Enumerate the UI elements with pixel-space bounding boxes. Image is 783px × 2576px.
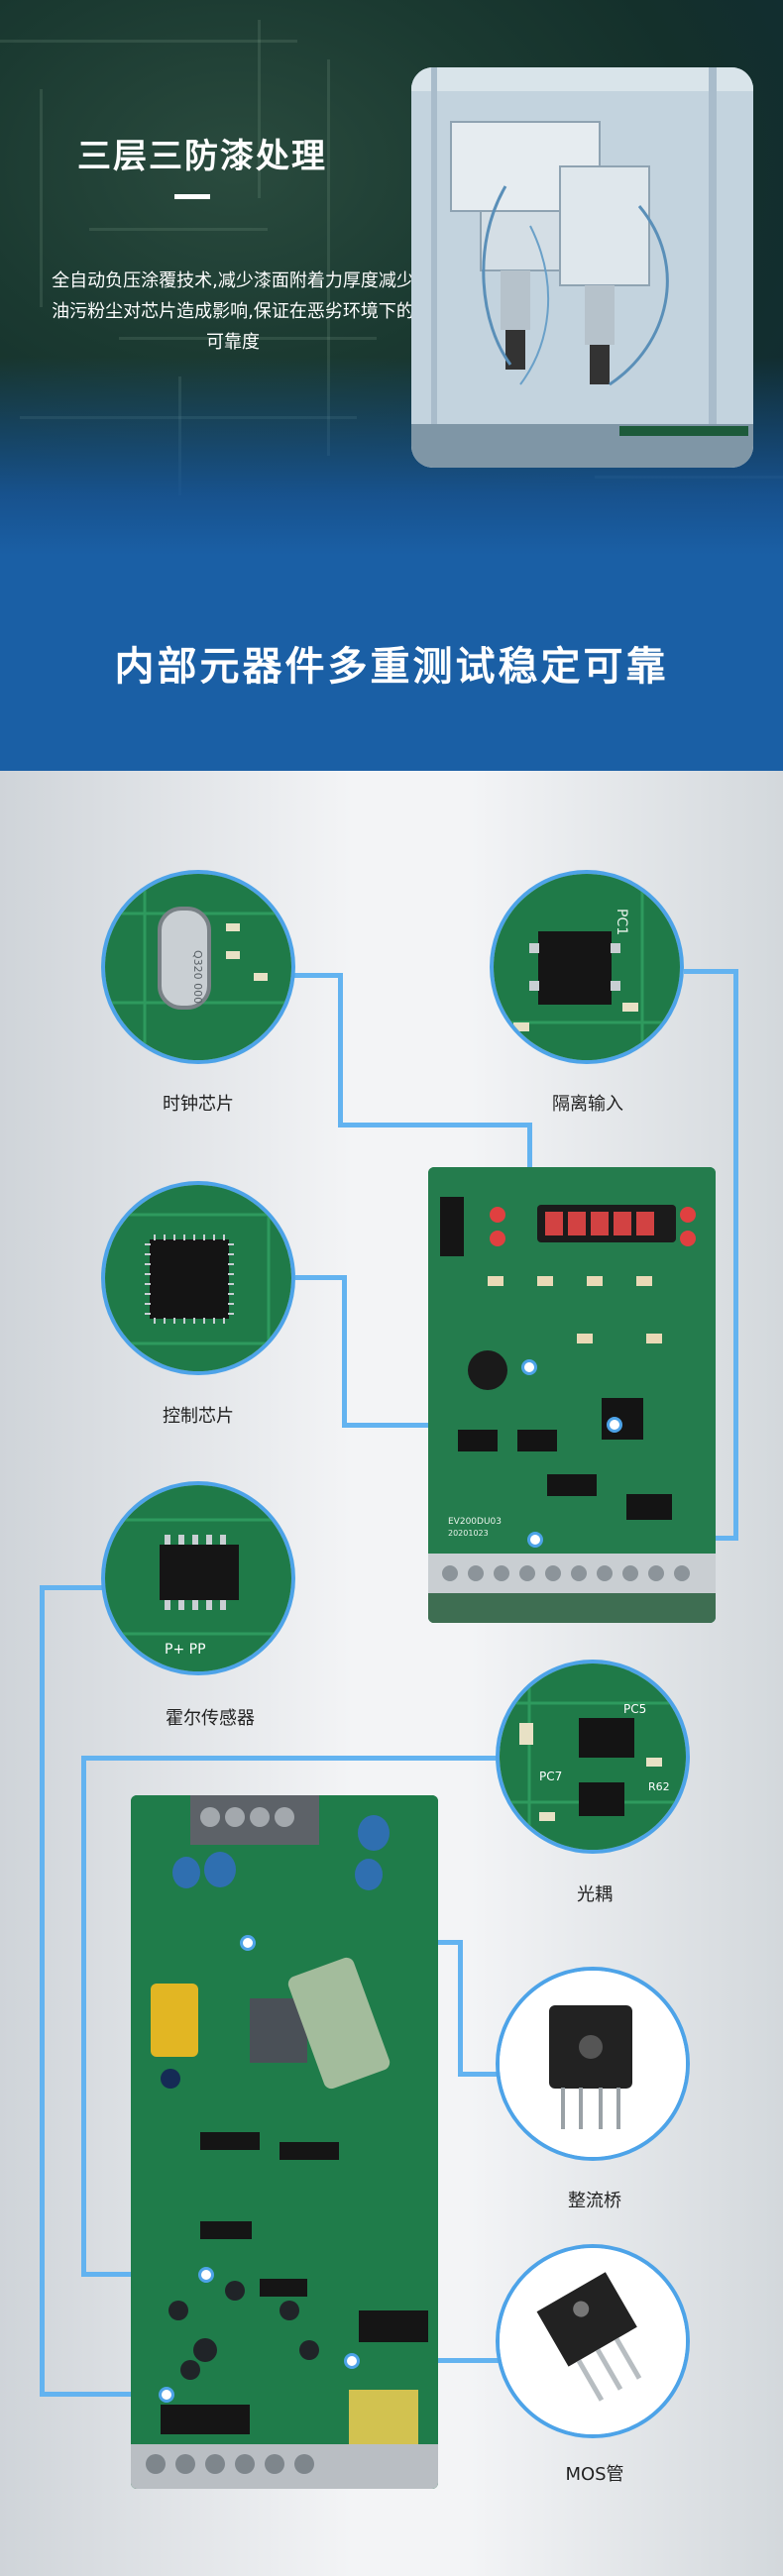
connector-line xyxy=(338,973,343,1125)
section-band xyxy=(0,555,783,771)
connector-line xyxy=(295,1275,345,1280)
connector-dot xyxy=(159,2387,174,2403)
connector-dot xyxy=(344,2353,360,2369)
connector-line xyxy=(342,1275,347,1426)
connector-dot xyxy=(607,1417,622,1433)
connector-line xyxy=(81,1756,86,2275)
mos-tube-label: MOS管 xyxy=(565,2464,624,2485)
svg-text:20201023: 20201023 xyxy=(448,1529,489,1538)
hall-sensor-label: 霍尔传感器 xyxy=(166,1708,255,1729)
power-board xyxy=(131,1795,438,2489)
connector-dot xyxy=(527,1532,543,1548)
mos-tube-circle xyxy=(496,2244,690,2438)
svg-text:R62: R62 xyxy=(648,1780,670,1793)
connector-line xyxy=(40,2392,165,2397)
optocoupler-label: 光耦 xyxy=(577,1884,613,1905)
section-title: 内部元器件多重测试稳定可靠 xyxy=(114,644,669,690)
clock-chip-circle: Q320 000 xyxy=(101,870,295,1064)
connector-dot xyxy=(240,1935,256,1951)
connector-line xyxy=(40,1585,45,2396)
connector-line xyxy=(338,1123,529,1127)
connector-dot xyxy=(521,1359,537,1375)
connector-line xyxy=(458,1940,463,2075)
hall-sensor-circle: P+ PP xyxy=(101,1481,295,1675)
rectifier-bridge-circle xyxy=(496,1967,690,2161)
connector-line xyxy=(458,2072,498,2077)
rectifier-bridge-label: 整流桥 xyxy=(568,2191,621,2211)
hero-description: 全自动负压涂覆技术,减少漆面附着力厚度减少油污粉尘对芯片造成影响,保证在恶劣环境… xyxy=(52,270,414,353)
isolation-input-circle: PC1 xyxy=(490,870,684,1064)
connector-line xyxy=(40,1585,114,1590)
title-divider xyxy=(174,194,210,199)
hero-title: 三层三防漆处理 xyxy=(77,137,327,176)
svg-text:Q320 000: Q320 000 xyxy=(191,950,204,1004)
svg-text:EV200DU03: EV200DU03 xyxy=(448,1517,502,1527)
control-chip-circle xyxy=(101,1181,295,1375)
connector-line xyxy=(292,973,340,978)
clock-chip-label: 时钟芯片 xyxy=(163,1094,234,1115)
connector-dot xyxy=(198,2267,214,2283)
svg-text:PC1: PC1 xyxy=(614,909,629,935)
svg-text:PC5: PC5 xyxy=(623,1702,646,1716)
connector-line xyxy=(684,969,735,974)
coating-machine-photo xyxy=(411,67,753,468)
isolation-input-label: 隔离输入 xyxy=(552,1094,623,1115)
connector-line xyxy=(81,1756,496,1761)
optocoupler-circle: PC5 PC7 R62 xyxy=(496,1660,690,1854)
control-chip-label: 控制芯片 xyxy=(163,1406,234,1427)
connector-line xyxy=(733,969,738,1539)
svg-text:PC7: PC7 xyxy=(539,1770,562,1783)
control-board: EV200DU03 20201023 xyxy=(428,1167,716,1623)
svg-text:P+ PP: P+ PP xyxy=(165,1642,206,1658)
